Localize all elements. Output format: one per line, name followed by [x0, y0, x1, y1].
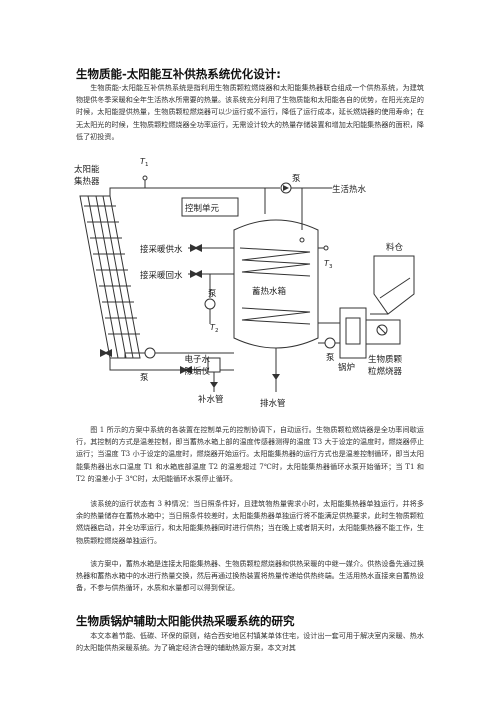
label-burner-1: 生物质颗 — [368, 354, 403, 365]
solar-collector — [79, 195, 141, 359]
label-descaler-2: 除垢仪 — [184, 366, 210, 377]
label-collector-2: 集热器 — [74, 176, 100, 187]
label-makeup: 补水管 — [198, 394, 224, 405]
label-tank: 蓄热水箱 — [252, 286, 287, 297]
label-t1: T — [140, 157, 146, 166]
label-heating-return: 接采暖回水 — [140, 270, 183, 281]
label-t3: T — [324, 259, 330, 268]
figure-caption-paragraph: 图 1 所示的方案中系统的各装置在控制单元的控制协调下，自动运行。生物质颗粒燃烧… — [76, 425, 424, 483]
label-silo: 料仓 — [386, 242, 404, 253]
tank-paragraph: 该方案中，蓄热水箱是连接太阳能集热器、生物质颗粒燃烧器和供热采暖的中继一媒介。供… — [76, 559, 424, 593]
label-pump-mid: 泵 — [208, 289, 217, 299]
label-t3-sub: 3 — [329, 264, 333, 270]
label-burner-2: 粒燃烧器 — [368, 366, 403, 377]
section-paragraph: 本文本着节能、低碳、环保的原则，结合西安地区村镇某单体住宅，设计出一套可用于解决… — [76, 631, 424, 653]
label-control: 控制单元 — [185, 203, 220, 214]
page-title: 生物质能-太阳能互补供热系统优化设计: — [76, 67, 281, 81]
label-boiler: 锅炉 — [338, 362, 355, 373]
label-drain: 排水管 — [260, 398, 286, 409]
label-pump-top: 泵 — [292, 174, 301, 184]
system-diagram: 太阳能 集热器 T 1 泵 生活热水 控制单元 接采暖供水 接采暖回水 T 3 … — [74, 157, 415, 409]
section-title: 生物质锅炉辅助太阳能供热采暖系统的研究 — [76, 614, 295, 628]
label-t2: T — [210, 323, 216, 332]
label-descaler-1: 电子水 — [184, 354, 210, 365]
label-t2-sub: 2 — [215, 328, 219, 334]
label-t1-sub: 1 — [145, 162, 149, 168]
label-pump-left: 泵 — [140, 373, 149, 383]
label-collector-1: 太阳能 — [74, 164, 100, 175]
operation-paragraph: 该系统的运行状态有 3 种情况：当日照条件好，且建筑物热量需求小时，太阳能集热器… — [76, 499, 424, 545]
label-pump-right: 泵 — [326, 353, 335, 363]
label-heating-supply: 接采暖供水 — [140, 244, 183, 255]
intro-paragraph: 生物质能-太阳能互补供热系统是指利用生物质颗粒燃烧器和太阳能集热器联合组成一个供… — [76, 83, 424, 141]
label-hot-water: 生活热水 — [332, 184, 367, 195]
